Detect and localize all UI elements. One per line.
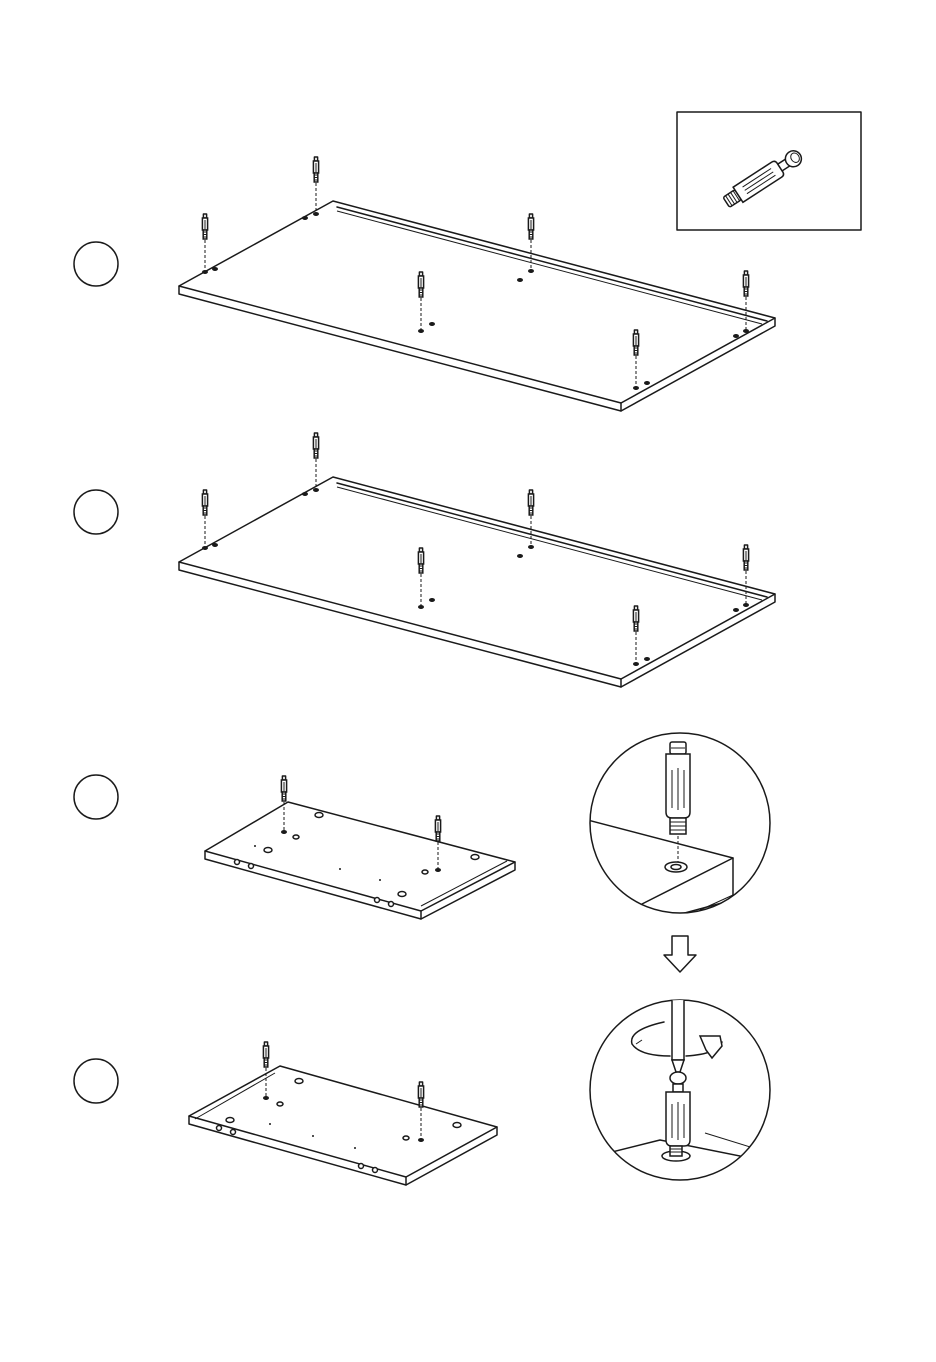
step-2-circle — [74, 490, 118, 534]
down-arrow-icon — [664, 936, 696, 972]
step-3-circle — [74, 775, 118, 819]
cam-dowel — [202, 214, 207, 270]
cam-dowel — [743, 545, 748, 603]
step-2-panel — [179, 433, 775, 687]
cam-dowel — [528, 214, 533, 269]
cam-dowel — [528, 490, 533, 545]
step-4-circle — [74, 1059, 118, 1103]
cam-dowel — [418, 548, 423, 605]
step-4-panel — [189, 1042, 497, 1185]
part-legend-box — [677, 112, 861, 230]
cam-dowel — [263, 1042, 268, 1096]
cam-dowel — [202, 490, 207, 546]
step-1-circle — [74, 242, 118, 286]
cam-dowel — [633, 606, 638, 662]
cam-dowel — [418, 272, 423, 329]
cam-dowel-icon — [721, 147, 805, 210]
cam-dowel — [313, 157, 318, 212]
cam-dowel — [418, 1082, 423, 1138]
step-3-panel — [205, 776, 515, 919]
dowel-insert-detail — [580, 733, 770, 925]
step-1-panel — [179, 157, 775, 411]
screwdriver-rotate-detail — [590, 990, 770, 1180]
cam-dowel — [313, 433, 318, 488]
cam-dowel — [633, 330, 638, 386]
